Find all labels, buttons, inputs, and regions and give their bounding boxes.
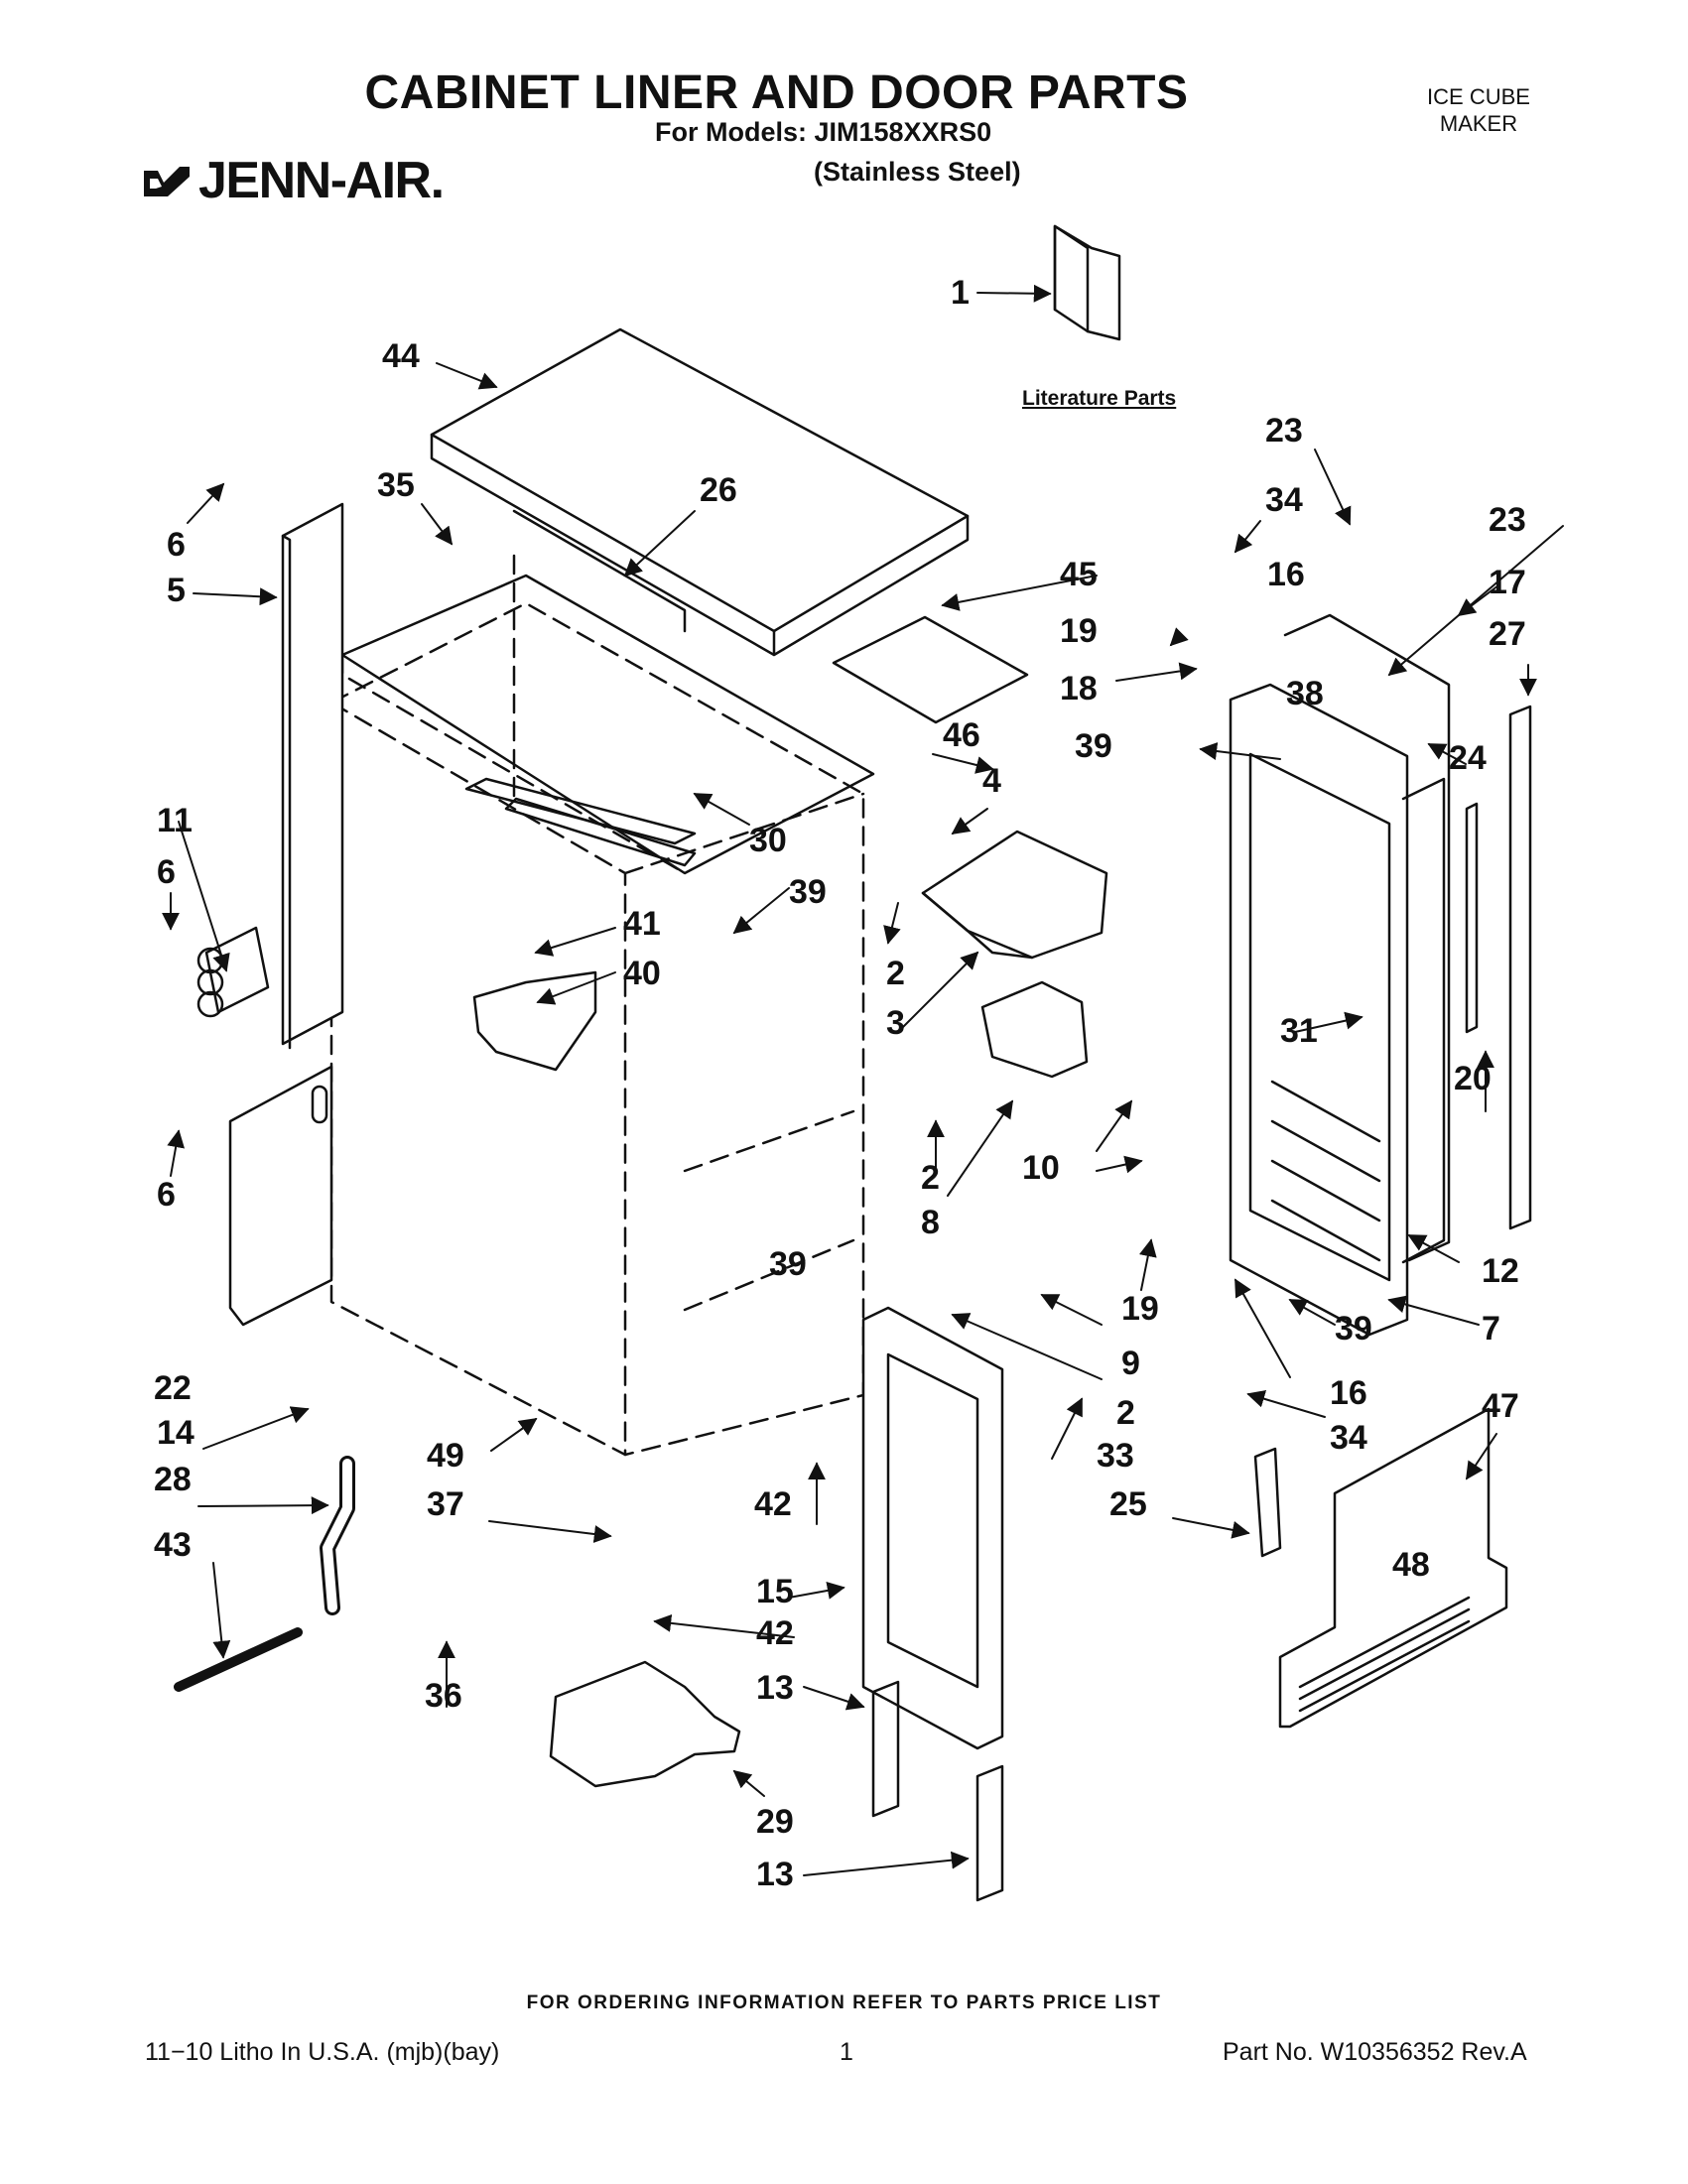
lower-back-panel (228, 1065, 333, 1327)
cabinet-liner (329, 554, 865, 1457)
callout-number: 4 (982, 762, 1001, 800)
trim-strip-lower (975, 1764, 1004, 1902)
callout-number: 19 (1060, 612, 1098, 650)
callout-number: 40 (623, 955, 661, 992)
page-title: CABINET LINER AND DOOR PARTS (364, 66, 1189, 119)
callout-number: 5 (167, 572, 186, 609)
callout-number: 47 (1482, 1387, 1519, 1425)
callout-number: 19 (1121, 1290, 1159, 1328)
callout-number: 1 (951, 274, 970, 312)
callout-number: 44 (382, 337, 420, 375)
callout-number: 48 (1392, 1546, 1430, 1584)
callout-number: 6 (157, 1176, 176, 1214)
ice-chute (921, 830, 1108, 960)
finish-label: (Stainless Steel) (814, 157, 1021, 187)
callout-number: 8 (921, 1204, 940, 1241)
callout-number: 43 (154, 1526, 192, 1564)
callout-number: 23 (1489, 501, 1526, 539)
door-assembly (1229, 613, 1451, 1337)
literature-parts-label: Literature Parts (1022, 387, 1177, 410)
callout-number: 2 (886, 955, 905, 992)
product-type: ICE CUBE MAKER (1369, 83, 1588, 137)
callout-number: 37 (427, 1485, 464, 1523)
callout-number: 42 (756, 1614, 794, 1652)
callout-number: 39 (1075, 727, 1112, 765)
callout-number: 14 (157, 1414, 195, 1452)
callout-leaders (162, 284, 1564, 1876)
cover-sheet (832, 615, 1029, 724)
product-type-line1: ICE CUBE (1427, 84, 1530, 109)
left-side-panel (281, 502, 344, 1050)
callout-number: 39 (1335, 1310, 1372, 1348)
callout-number: 9 (1121, 1345, 1140, 1382)
callout-number: 16 (1267, 556, 1305, 593)
callout-number: 38 (1286, 675, 1324, 712)
brand-logo-icon (144, 167, 190, 196)
callout-number: 41 (623, 905, 661, 943)
deflector (472, 970, 597, 1072)
callout-number: 30 (749, 822, 787, 859)
ordering-note: FOR ORDERING INFORMATION REFER TO PARTS … (526, 1992, 1162, 2013)
callout-number: 16 (1330, 1374, 1367, 1412)
ice-scoop (549, 1660, 741, 1788)
callout-number: 6 (167, 526, 186, 564)
bin-housing (980, 980, 1089, 1079)
callout-number: 24 (1449, 739, 1487, 777)
part-number: Part No. W10356352 Rev.A (1223, 2038, 1527, 2066)
callout-number: 2 (921, 1159, 940, 1197)
callout-number: 42 (754, 1485, 792, 1523)
callout-number: 15 (756, 1573, 794, 1610)
callout-number: 45 (1060, 556, 1098, 593)
callout-number: 36 (425, 1677, 462, 1715)
litho-info: 11−10 Litho In U.S.A. (mjb)(bay) (145, 2038, 500, 2066)
literature-booklet (1053, 224, 1121, 341)
callout-number: 10 (1022, 1149, 1060, 1187)
callout-number: 29 (756, 1803, 794, 1841)
cabinet-top (430, 327, 970, 657)
callout-number: 34 (1265, 481, 1303, 519)
callout-number: 3 (886, 1004, 905, 1042)
callout-number: 33 (1097, 1437, 1134, 1475)
callout-number: 17 (1489, 564, 1526, 601)
brand-name: JENN-AIR. (198, 152, 445, 209)
door-handle (1465, 802, 1479, 1034)
callout-number: 7 (1482, 1310, 1500, 1348)
model-number: For Models: JIM158XXRS0 (655, 117, 992, 147)
door-frame (861, 1306, 1004, 1750)
callout-number: 25 (1109, 1485, 1147, 1523)
product-type-line2: MAKER (1439, 111, 1518, 136)
callout-number: 22 (154, 1369, 192, 1407)
tie-strap (174, 1627, 303, 1692)
callout-number: 49 (427, 1437, 464, 1475)
callout-number: 11 (157, 802, 193, 839)
callout-number: 13 (756, 1856, 794, 1893)
door-gasket (1508, 705, 1532, 1230)
callout-number: 46 (943, 716, 980, 754)
callout-number: 23 (1265, 412, 1303, 450)
callout-number: 39 (769, 1245, 807, 1283)
kickplate (1278, 1407, 1508, 1729)
hinge-bracket (196, 926, 270, 1018)
callout-number: 18 (1060, 670, 1098, 707)
callout-number: 2 (1116, 1394, 1135, 1432)
trim-strip-upper (871, 1680, 900, 1818)
bracket (1253, 1447, 1282, 1558)
callout-number: 13 (756, 1669, 794, 1707)
callout-number: 31 (1280, 1012, 1318, 1050)
callout-number: 12 (1482, 1252, 1519, 1290)
callout-number: 39 (789, 873, 827, 911)
page-number: 1 (840, 2038, 853, 2066)
callout-number: 20 (1454, 1060, 1492, 1097)
callout-number: 6 (157, 853, 176, 891)
callout-number: 27 (1489, 615, 1526, 653)
callout-number: 35 (377, 466, 415, 504)
gasket-strip (464, 777, 697, 845)
callout-number: 34 (1330, 1419, 1367, 1457)
drain-tube-inner (323, 1459, 352, 1612)
callout-number: 26 (700, 471, 737, 509)
callout-number: 28 (154, 1461, 192, 1498)
